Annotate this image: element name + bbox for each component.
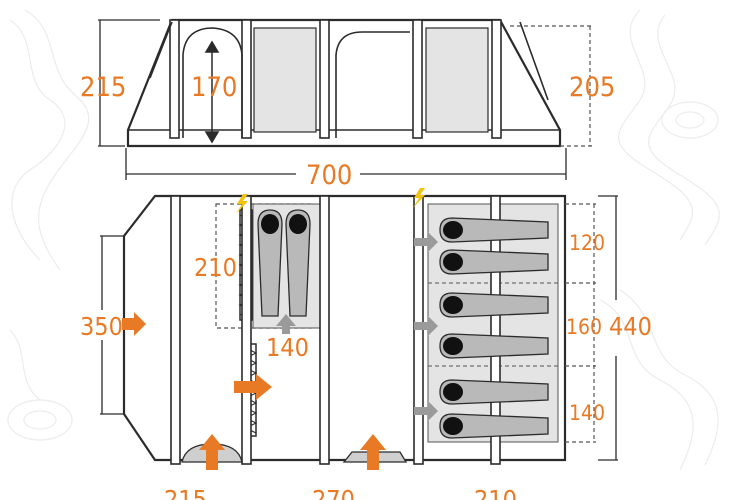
middle-arch <box>335 31 410 138</box>
total-width-label: 440 <box>609 312 652 341</box>
sleeping-bag-icon <box>439 292 549 318</box>
bottom-right-label: 210 <box>474 485 517 500</box>
bay2-label: 160 <box>566 315 602 339</box>
gray-arrow-icon <box>414 316 438 336</box>
gray-arrow-icon <box>414 232 438 252</box>
floor-plan: 350 210 140 120 160 440 140 215 270 210 <box>80 188 652 500</box>
gray-arrow-icon <box>276 314 296 334</box>
sleeping-bag-icon <box>439 413 549 439</box>
bedroom1-depth-label: 210 <box>194 253 237 282</box>
right-height-label: 205 <box>569 72 615 103</box>
bedroom1-width-label: 140 <box>266 333 309 362</box>
door-height-arrow <box>204 40 220 144</box>
right-dimension <box>565 203 596 443</box>
window-panel-2 <box>425 27 489 133</box>
sleeping-bag-icon <box>439 333 549 359</box>
lightning-icon <box>236 194 248 214</box>
left-height-dimension <box>98 19 160 147</box>
door-height-label: 170 <box>191 72 237 103</box>
side-poles <box>169 19 502 139</box>
left-height-label: 215 <box>80 72 126 103</box>
porch-width-dimension <box>100 235 126 415</box>
gray-arrows <box>276 232 438 421</box>
sleeping-bag-icon <box>439 217 549 243</box>
right-height-dimension <box>510 25 592 147</box>
bay3-label: 140 <box>569 401 605 425</box>
sleeping-bag-icon <box>285 209 311 317</box>
sleeping-bag-icon <box>439 249 549 275</box>
orange-arrows <box>122 312 386 470</box>
orange-arrow-icon <box>199 434 225 470</box>
bedroom1-bags <box>257 209 311 317</box>
orange-arrow-icon <box>360 434 386 470</box>
orange-arrow-icon <box>234 374 272 400</box>
length-dimension <box>125 148 567 180</box>
lightning-icon <box>413 188 425 208</box>
sleeping-bag-icon <box>257 209 283 317</box>
side-view: 215 170 205 700 <box>80 18 615 191</box>
length-label: 700 <box>306 160 352 191</box>
sleeping-bag-icon <box>439 379 549 405</box>
bottom-mid-label: 270 <box>312 485 355 500</box>
porch-width-label: 350 <box>80 312 123 341</box>
gray-arrow-icon <box>414 401 438 421</box>
orange-arrow-icon <box>122 312 146 336</box>
door-arch <box>182 27 243 138</box>
bedroom2-bags <box>439 217 549 439</box>
total-width-dimension <box>598 195 618 461</box>
window-panel-1 <box>253 27 317 133</box>
bay1-label: 120 <box>569 231 605 255</box>
bottom-left-label: 215 <box>164 485 207 500</box>
contour-background <box>7 9 720 471</box>
